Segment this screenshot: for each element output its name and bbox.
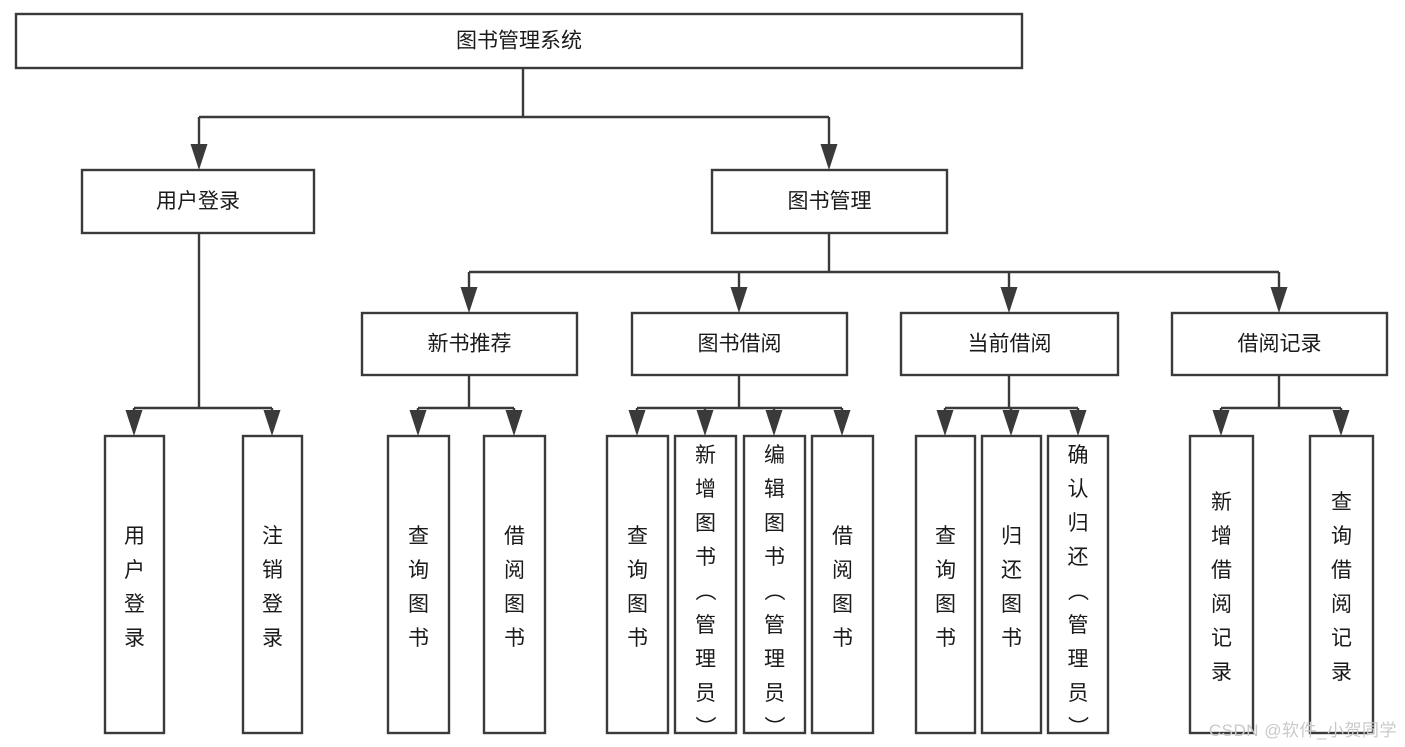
node-box[interactable] — [1046, 434, 1110, 735]
node-box[interactable] — [103, 434, 166, 735]
node-label: 归还图书 — [1001, 525, 1022, 650]
edge-bookmanage-submodules — [460, 233, 1288, 313]
node-label: 新增借阅记录 — [1211, 491, 1232, 684]
node-box[interactable] — [630, 311, 849, 377]
node-label: 新书推荐 — [428, 333, 512, 356]
node-label: 注销登录 — [262, 525, 283, 650]
node-box[interactable] — [482, 434, 547, 735]
arrowhead-icon — [765, 410, 783, 436]
node-label: 编辑图书（管理员） — [764, 444, 786, 739]
node-fn-add-book[interactable]: 新增图书（管理员） — [673, 434, 738, 739]
node-fn-user-login[interactable]: 用户登录 — [103, 434, 166, 735]
node-fn-query-book-rec[interactable]: 查询图书 — [386, 434, 451, 735]
arrowhead-icon — [833, 410, 851, 436]
node-box[interactable] — [914, 434, 977, 735]
node-fn-confirm-return[interactable]: 确认归还（管理员） — [1046, 434, 1110, 739]
node-fn-edit-book[interactable]: 编辑图书（管理员） — [742, 434, 807, 739]
node-box[interactable] — [710, 168, 949, 235]
arrowhead-icon — [1069, 410, 1087, 436]
node-label: 确认归还（管理员） — [1068, 444, 1090, 739]
node-label: 查询借阅记录 — [1331, 491, 1352, 684]
arrowhead-icon — [125, 410, 143, 436]
arrowhead-icon — [730, 287, 748, 313]
arrowhead-icon — [263, 410, 281, 436]
node-label: 新增图书（管理员） — [695, 444, 717, 739]
node-fn-borrow-book-rec[interactable]: 借阅图书 — [482, 434, 547, 735]
node-label: 图书借阅 — [698, 333, 782, 356]
arrowhead-icon — [505, 410, 523, 436]
edge-root-modules — [190, 68, 838, 170]
nodes-layer: 图书管理系统用户登录图书管理新书推荐图书借阅当前借阅借阅记录用户登录注销登录查询… — [14, 12, 1389, 739]
node-label: 当前借阅 — [968, 333, 1052, 356]
edges-layer — [125, 68, 1350, 436]
node-fn-return-book[interactable]: 归还图书 — [980, 434, 1043, 735]
node-current-borrow[interactable]: 当前借阅 — [899, 311, 1120, 377]
node-user-login[interactable]: 用户登录 — [80, 168, 316, 235]
arrowhead-icon — [190, 144, 208, 170]
arrowhead-icon — [1000, 287, 1018, 313]
edge-bookborrow-functions — [628, 375, 851, 436]
node-fn-query-book-cur[interactable]: 查询图书 — [914, 434, 977, 735]
node-box[interactable] — [80, 168, 316, 235]
node-borrow-record[interactable]: 借阅记录 — [1170, 311, 1389, 377]
node-label: 图书管理系统 — [456, 30, 582, 53]
node-box[interactable] — [899, 311, 1120, 377]
arrowhead-icon — [460, 287, 478, 313]
node-box[interactable] — [14, 12, 1024, 70]
node-fn-user-logout[interactable]: 注销登录 — [241, 434, 304, 735]
node-label: 图书管理 — [788, 190, 872, 213]
node-box[interactable] — [360, 311, 579, 377]
arrowhead-icon — [936, 410, 954, 436]
node-label: 用户登录 — [156, 190, 240, 213]
arrowhead-icon — [409, 410, 427, 436]
edge-userlogin-functions — [125, 233, 281, 436]
arrowhead-icon — [1270, 287, 1288, 313]
arrowhead-icon — [1002, 410, 1020, 436]
node-label: 查询图书 — [935, 525, 956, 650]
arrowhead-icon — [696, 410, 714, 436]
node-book-borrow[interactable]: 图书借阅 — [630, 311, 849, 377]
node-label: 用户登录 — [124, 525, 145, 650]
node-fn-borrow-book[interactable]: 借阅图书 — [810, 434, 875, 735]
edge-borrowrecord-functions — [1212, 375, 1350, 436]
arrowhead-icon — [628, 410, 646, 436]
node-label: 借阅记录 — [1238, 333, 1322, 356]
arrowhead-icon — [1212, 410, 1230, 436]
node-box[interactable] — [241, 434, 304, 735]
edge-newbook-functions — [409, 375, 523, 436]
arrowhead-icon — [1332, 410, 1350, 436]
node-root[interactable]: 图书管理系统 — [14, 12, 1024, 70]
arrowhead-icon — [820, 144, 838, 170]
node-box[interactable] — [386, 434, 451, 735]
node-book-manage[interactable]: 图书管理 — [710, 168, 949, 235]
node-box[interactable] — [605, 434, 670, 735]
node-new-book-recommend[interactable]: 新书推荐 — [360, 311, 579, 377]
node-box[interactable] — [673, 434, 738, 735]
node-fn-query-record[interactable]: 查询借阅记录 — [1308, 434, 1375, 735]
node-box[interactable] — [1170, 311, 1389, 377]
node-box[interactable] — [742, 434, 807, 735]
edge-currentborrow-functions — [936, 375, 1087, 436]
node-label: 借阅图书 — [504, 525, 525, 650]
node-fn-add-record[interactable]: 新增借阅记录 — [1188, 434, 1255, 735]
node-label: 借阅图书 — [832, 525, 853, 650]
node-box[interactable] — [1308, 434, 1375, 735]
node-box[interactable] — [980, 434, 1043, 735]
node-box[interactable] — [810, 434, 875, 735]
node-box[interactable] — [1188, 434, 1255, 735]
node-label: 查询图书 — [627, 525, 648, 650]
node-label: 查询图书 — [408, 525, 429, 650]
node-fn-query-book[interactable]: 查询图书 — [605, 434, 670, 735]
